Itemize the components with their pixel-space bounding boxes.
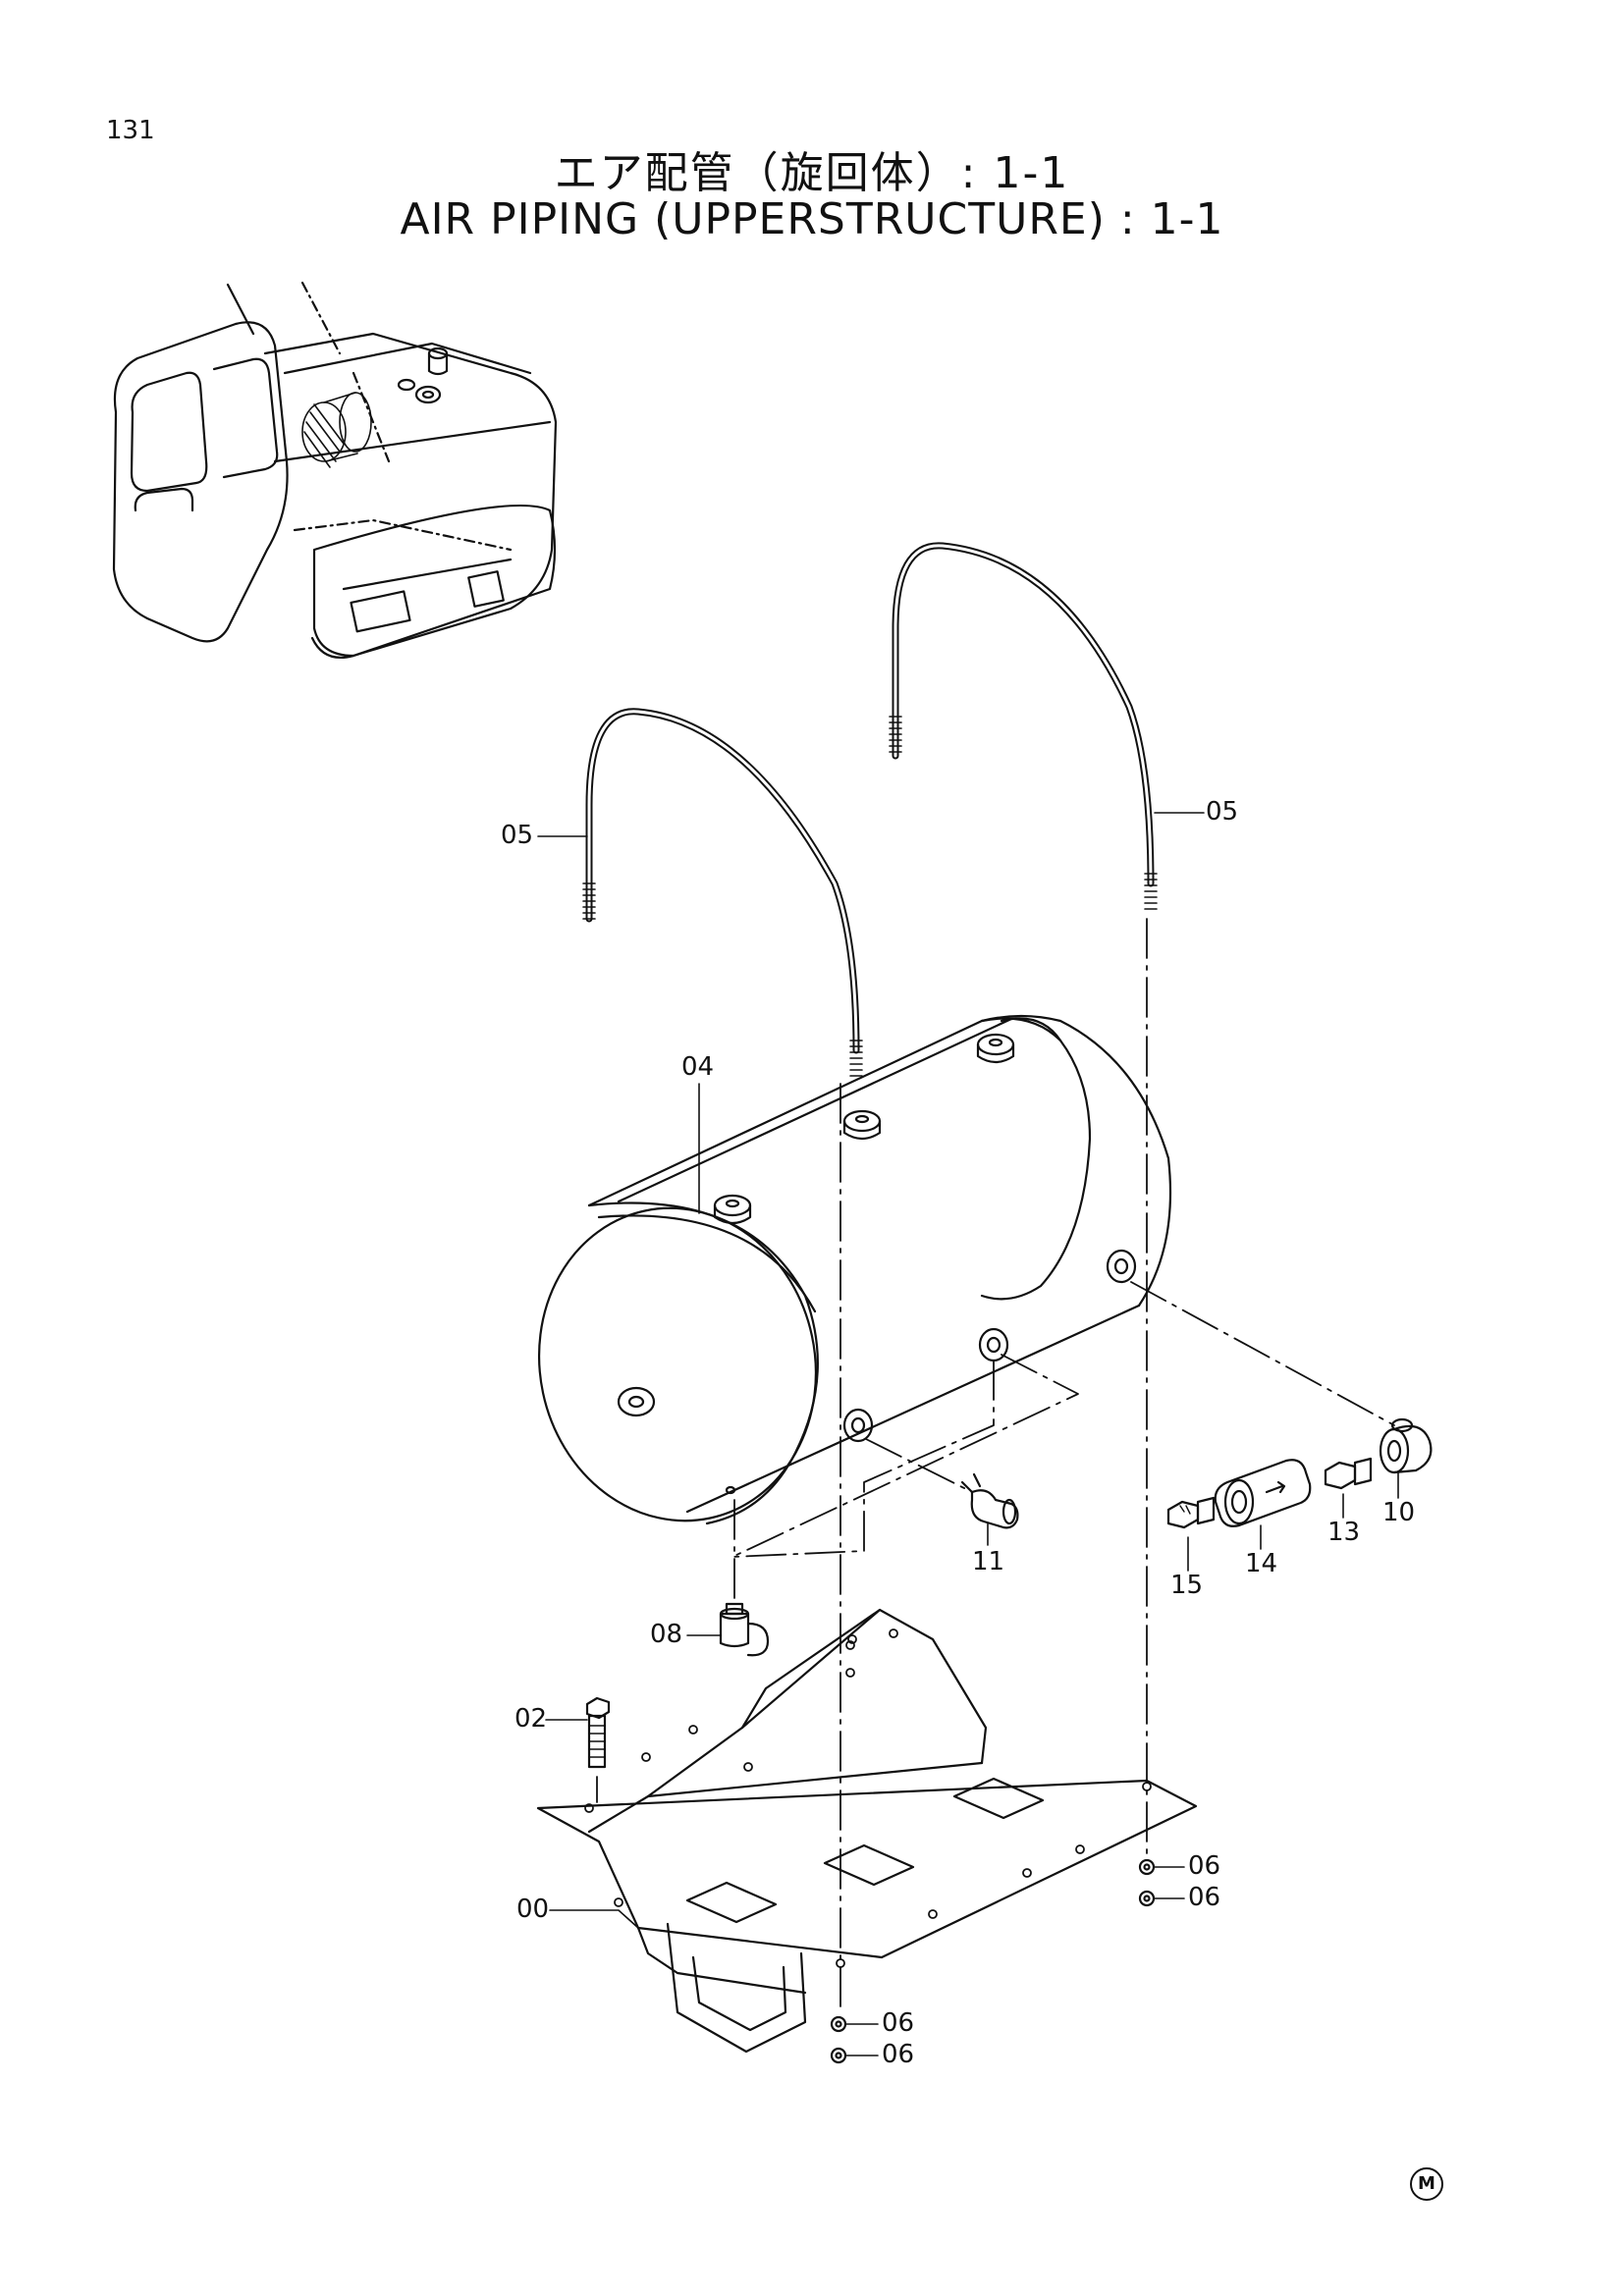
callout-06-a: 06	[1188, 1851, 1221, 1881]
drain-valve-08	[719, 1602, 770, 1657]
callout-08: 08	[650, 1620, 683, 1649]
callout-06-b: 06	[1188, 1883, 1221, 1912]
callout-11: 11	[972, 1547, 1005, 1576]
tank-bracket-00	[536, 1608, 1198, 2054]
connector-13	[1324, 1457, 1373, 1490]
callout-06-d: 06	[882, 2040, 915, 2069]
check-valve-14	[1214, 1459, 1312, 1527]
callout-02: 02	[514, 1704, 548, 1734]
callout-04: 04	[681, 1052, 715, 1082]
leader-lines	[537, 812, 1399, 2056]
page-number: 131	[106, 116, 155, 145]
callout-15: 15	[1170, 1571, 1204, 1600]
callout-05-left: 05	[501, 821, 534, 850]
manufacturer-mark: M	[1410, 2167, 1443, 2201]
callout-10: 10	[1382, 1498, 1416, 1527]
air-hose-05-right	[889, 542, 1158, 910]
elbow-fitting-11	[960, 1472, 1019, 1529]
title-japanese: エア配管（旋回体）: 1-1	[554, 148, 1070, 198]
connector-15	[1166, 1496, 1216, 1529]
bolt-02	[585, 1696, 611, 1769]
assembly-lines	[596, 918, 1395, 2009]
callout-05-right: 05	[1206, 797, 1239, 827]
air-hose-05-left	[582, 708, 863, 1077]
callout-14: 14	[1245, 1549, 1278, 1578]
excavator-inset-illustration	[112, 281, 558, 659]
nuts-06	[830, 1858, 1156, 2064]
callout-00: 00	[516, 1895, 550, 1924]
elbow-fitting-10	[1379, 1417, 1433, 1474]
callout-13: 13	[1327, 1518, 1361, 1547]
callout-06-c: 06	[882, 2008, 915, 2038]
title-english: AIR PIPING (UPPERSTRUCTURE) : 1-1	[400, 194, 1224, 244]
